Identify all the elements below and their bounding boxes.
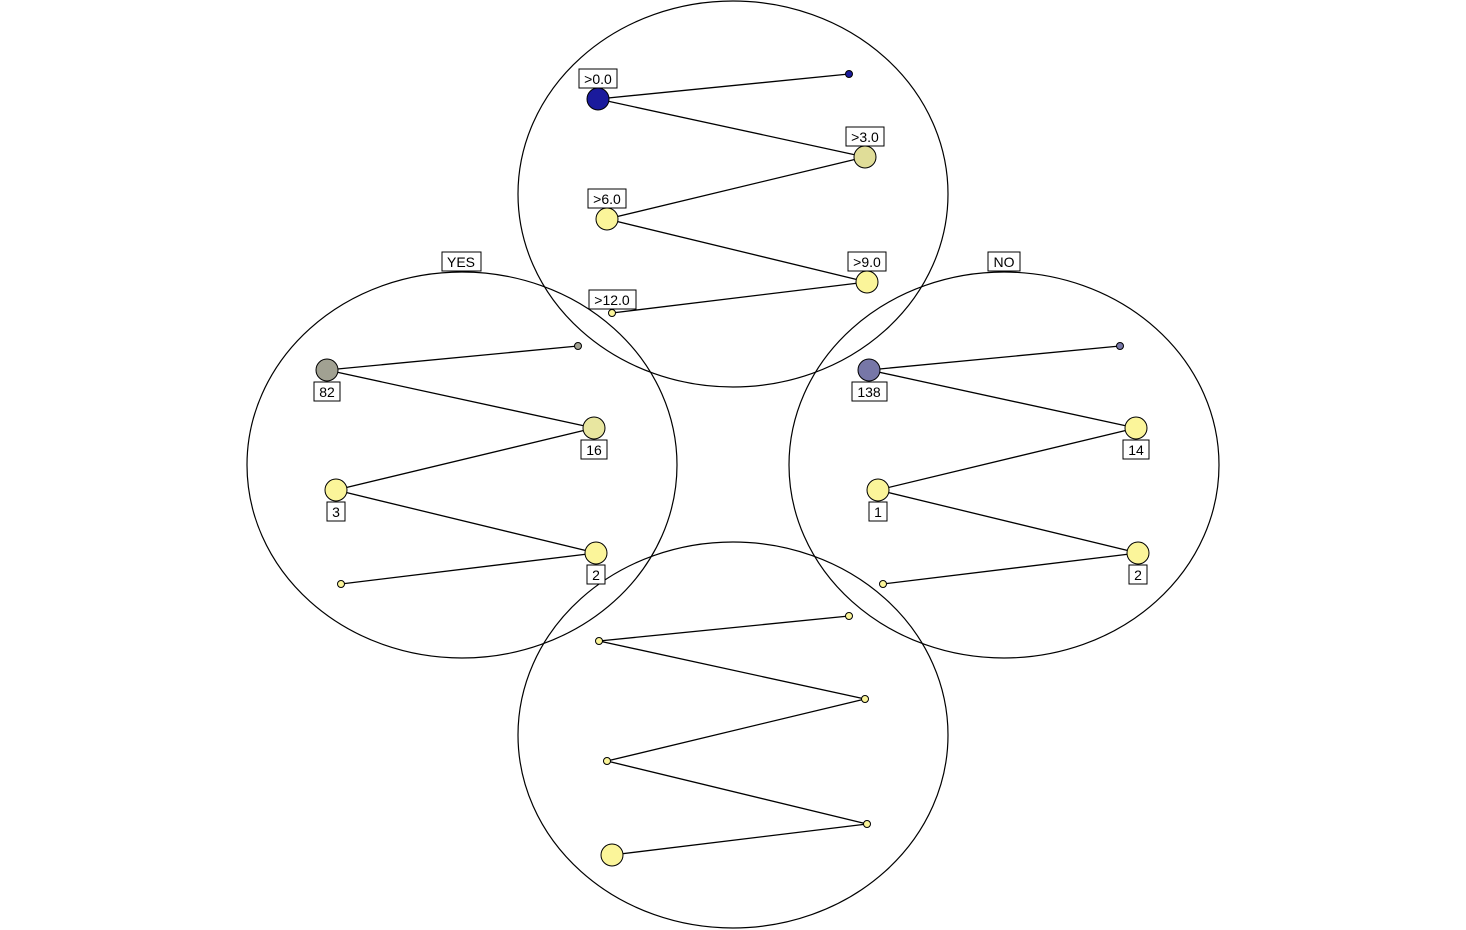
right-count-2-text: 1 [874, 504, 882, 520]
top-node-5[interactable] [608, 309, 616, 317]
right-node-0[interactable] [857, 358, 881, 382]
left-count-3-text: 2 [592, 567, 600, 583]
group-left: YES 82 16 3 2 [246, 251, 678, 659]
group-left-title-text: YES [447, 254, 475, 270]
bottom-node-3[interactable] [603, 757, 611, 765]
threshold-label-2: >6.0 [587, 188, 627, 209]
top-node-3[interactable] [595, 207, 619, 231]
group-top: >0.0 >3.0 >6.0 >9.0 >12.0 [517, 0, 949, 388]
group-left-title: YES [441, 251, 482, 272]
right-count-3-text: 2 [1134, 567, 1142, 583]
left-node-1[interactable] [574, 342, 582, 350]
right-node-2[interactable] [1124, 416, 1148, 440]
group-bottom [517, 541, 949, 929]
right-count-1-text: 14 [1128, 442, 1144, 458]
left-count-1: 16 [580, 439, 608, 460]
right-count-1: 14 [1122, 439, 1150, 460]
group-top-path [597, 73, 868, 314]
group-right: NO 138 14 1 2 [788, 251, 1220, 659]
threshold-label-1-text: >3.0 [851, 129, 879, 145]
bottom-node-0[interactable] [595, 637, 603, 645]
group-bottom-ring [517, 541, 949, 929]
group-top-ring [517, 0, 949, 388]
left-count-0: 82 [313, 381, 341, 402]
right-node-3[interactable] [866, 478, 890, 502]
top-node-4[interactable] [855, 270, 879, 294]
left-count-2-text: 3 [332, 504, 340, 520]
threshold-label-0-text: >0.0 [584, 71, 612, 87]
group-left-ring [246, 271, 678, 659]
threshold-label-0: >0.0 [578, 68, 618, 89]
left-count-0-text: 82 [319, 384, 335, 400]
left-node-5[interactable] [337, 580, 345, 588]
group-right-title-text: NO [994, 254, 1015, 270]
left-node-4[interactable] [584, 541, 608, 565]
top-node-0[interactable] [586, 87, 610, 111]
threshold-label-4: >12.0 [588, 289, 637, 310]
threshold-label-3: >9.0 [847, 251, 887, 272]
right-node-1[interactable] [1116, 342, 1124, 350]
threshold-label-3-text: >9.0 [853, 254, 881, 270]
left-count-3: 2 [586, 564, 606, 585]
threshold-label-4-text: >12.0 [594, 292, 630, 308]
threshold-label-1: >3.0 [845, 126, 885, 147]
bottom-node-2[interactable] [861, 695, 869, 703]
group-left-path [326, 345, 597, 585]
left-node-2[interactable] [582, 416, 606, 440]
right-count-0-text: 138 [857, 384, 881, 400]
threshold-label-2-text: >6.0 [593, 191, 621, 207]
left-count-2: 3 [326, 501, 346, 522]
right-count-2: 1 [868, 501, 888, 522]
group-right-ring [788, 271, 1220, 659]
left-count-1-text: 16 [586, 442, 602, 458]
group-bottom-path [598, 615, 868, 856]
bottom-node-1[interactable] [845, 612, 853, 620]
left-node-3[interactable] [324, 478, 348, 502]
top-node-1[interactable] [845, 70, 853, 78]
bottom-node-5[interactable] [600, 843, 624, 867]
group-right-title: NO [987, 251, 1021, 272]
left-node-0[interactable] [315, 358, 339, 382]
right-count-0: 138 [851, 381, 888, 402]
group-right-path [868, 345, 1139, 585]
bottom-node-4[interactable] [863, 820, 871, 828]
right-node-5[interactable] [879, 580, 887, 588]
right-count-3: 2 [1128, 564, 1148, 585]
top-node-2[interactable] [853, 145, 877, 169]
right-node-4[interactable] [1126, 541, 1150, 565]
